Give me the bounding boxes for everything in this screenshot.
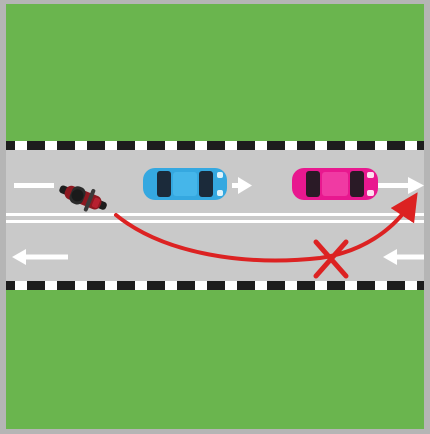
grass-bottom [6, 290, 424, 429]
center-line-upper [6, 213, 424, 216]
pink-car [292, 168, 378, 200]
center-line-lower [6, 220, 424, 223]
road [6, 141, 424, 290]
curb-top [6, 141, 424, 150]
grass-top [6, 4, 424, 141]
blue-car [143, 168, 227, 200]
lane-arrow-right-1 [14, 183, 54, 188]
curb-bottom [6, 281, 424, 290]
